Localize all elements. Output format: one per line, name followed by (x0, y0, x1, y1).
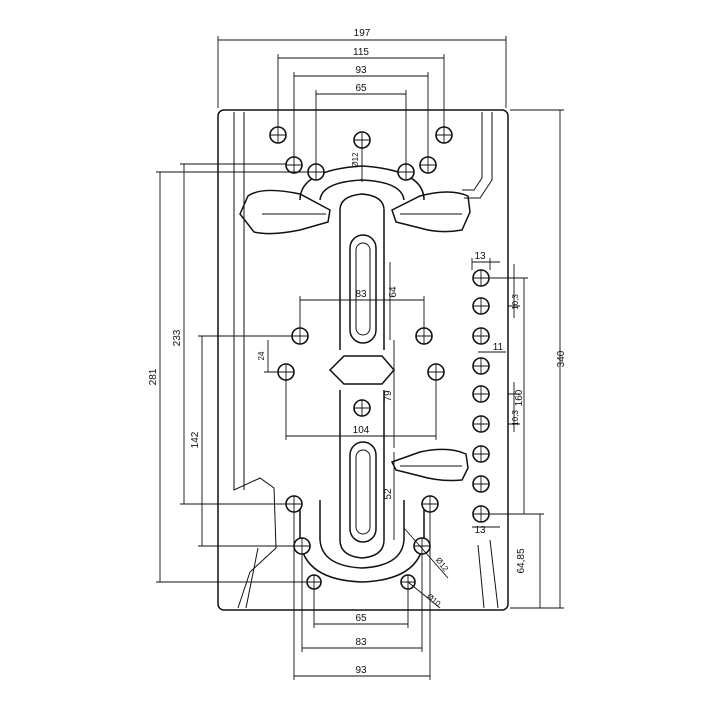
wedges (239, 189, 471, 482)
callout-top-hole-diameter: Ø12 (351, 152, 360, 168)
dim-overall-width: 197 (354, 28, 371, 39)
center-body (299, 165, 425, 583)
dim-slot-length-64: 64 (388, 286, 399, 298)
lower-slot (349, 441, 377, 543)
left-dimension-lines (156, 163, 308, 583)
dim-center-span-83: 83 (355, 289, 367, 300)
dim-center-span-104: 104 (353, 425, 370, 436)
dim-hole-13-top: 13 (474, 251, 486, 262)
dim-slot-length-52: 52 (383, 488, 394, 500)
dim-row-length: 160 (514, 389, 525, 406)
dim-height-142: 142 (190, 431, 201, 448)
dim-hole-pitch-top: 10,3 (511, 294, 520, 310)
top-dimension-lines (217, 36, 507, 165)
dim-bottom-inner-span: 65 (355, 613, 367, 624)
plate-outline (217, 109, 509, 611)
dim-height-233: 233 (172, 329, 183, 346)
dim-center-spacing-79: 79 (383, 390, 394, 402)
hole-callout-leaders (361, 140, 449, 609)
dim-outer-bolt-span: 115 (353, 47, 369, 58)
dim-hole-13-bottom: 13 (474, 525, 486, 536)
dim-offset-24: 24 (257, 351, 266, 360)
dim-middle-bolt-span: 93 (355, 65, 367, 76)
dim-inner-bolt-span: 65 (355, 83, 367, 94)
dim-overall-height: 340 (556, 350, 567, 367)
dim-bottom-outer-span: 93 (355, 665, 367, 676)
dim-hole-pitch-mid: 10,3 (511, 410, 520, 426)
dim-bottom-offset: 64,85 (516, 548, 527, 573)
center-dimension-lines (285, 262, 437, 540)
right-dimension-lines (471, 109, 564, 609)
dim-hole-11: 11 (493, 342, 504, 353)
bottom-dimension-lines (293, 512, 431, 680)
callout-bottom-hole-diameter: Ø10 (425, 592, 443, 609)
dim-height-281: 281 (148, 368, 159, 385)
holes (269, 126, 490, 590)
upper-slot (349, 234, 377, 344)
dim-bottom-middle-span: 83 (355, 637, 367, 648)
